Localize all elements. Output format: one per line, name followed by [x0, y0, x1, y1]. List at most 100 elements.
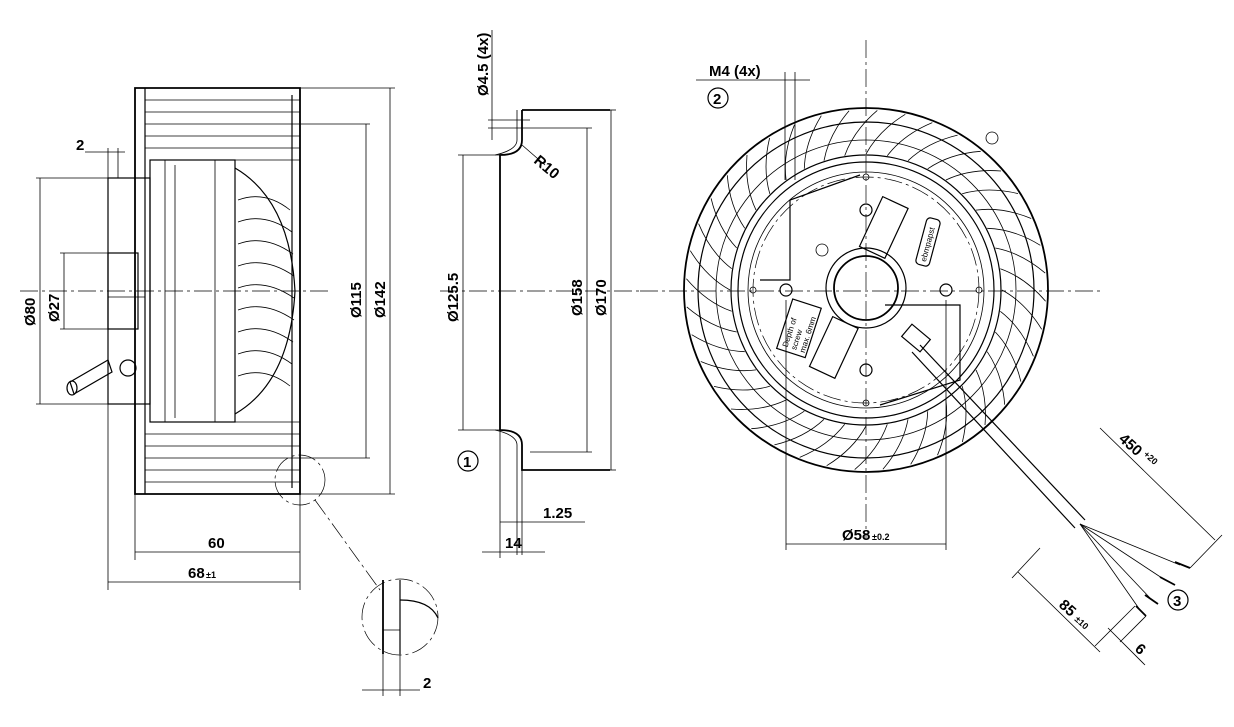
dim-side-80: Ø80 — [22, 177, 108, 405]
impeller-blade — [962, 189, 1019, 195]
impeller-blade — [691, 334, 745, 353]
side-rotor-fins — [237, 196, 295, 387]
front-blade-ring-mid — [715, 139, 1017, 441]
impeller-blade — [910, 411, 929, 465]
impeller-blade — [799, 424, 846, 458]
dim-section-14: 14 — [482, 430, 545, 558]
callout-3-label: 3 — [1173, 593, 1181, 610]
dim-side-60: 60 — [134, 494, 301, 590]
side-rotor-outline — [234, 167, 296, 415]
front-slots — [808, 195, 909, 380]
front-blades — [686, 110, 1046, 470]
impeller-blade — [698, 223, 732, 270]
impeller-blade — [975, 369, 986, 426]
section-view: Ø4.5 (4x) R10 Ø125.5 Ø158 Ø170 1 — [440, 30, 640, 558]
dim-section-158-label: Ø158 — [569, 279, 586, 316]
dim-front-450: 450 +20 — [1099, 427, 1223, 569]
impeller-blade — [784, 124, 795, 181]
side-detail-circle — [274, 454, 326, 506]
dim-front-6-label: 6 — [1131, 640, 1149, 658]
impeller-blade — [751, 410, 805, 430]
front-mount-holes — [749, 131, 999, 407]
callout-3: 3 — [1167, 589, 1189, 611]
front-hub-outer — [825, 247, 907, 329]
impeller-blade — [803, 115, 822, 169]
dim-side-115-label: Ø115 — [348, 282, 365, 318]
side-view: 2 Ø80 Ø27 Ø115 Ø142 — [20, 87, 395, 591]
front-outer-ring — [683, 107, 1049, 473]
impeller-blade — [689, 250, 731, 291]
impeller-blade — [907, 134, 958, 161]
impeller-blade — [713, 385, 770, 391]
dim-front-450-tolerance: +20 — [1142, 449, 1160, 467]
impeller-blade — [865, 113, 906, 155]
front-ground-symbol — [815, 243, 829, 257]
impeller-blade — [927, 150, 981, 170]
impeller-blade — [823, 110, 850, 161]
dim-front-450-label: 450 — [1115, 430, 1145, 459]
dim-side-68-tolerance: ±1 — [206, 570, 216, 580]
impeller-blade — [937, 399, 948, 456]
callout-2-label: 2 — [713, 91, 721, 108]
dim-front-58-tolerance: ±0.2 — [872, 532, 889, 542]
dim-front-85-label: 85 — [1055, 596, 1079, 620]
impeller-blade — [730, 399, 787, 410]
front-plate-inner — [747, 171, 985, 409]
front-blade-ring-outer — [697, 121, 1035, 459]
front-blade-ring-inner — [730, 154, 1002, 426]
impeller-blade — [995, 331, 1022, 382]
impeller-blade — [710, 198, 737, 249]
callout-1: 1 — [457, 450, 479, 472]
dim-section-158: Ø158 — [530, 127, 592, 453]
dim-detail-2-label: 2 — [423, 675, 431, 692]
impeller-blade — [995, 247, 1046, 274]
dim-detail-2: 2 — [362, 654, 431, 696]
impeller-blade — [686, 306, 737, 333]
depth-note: Depth of screw max. 6mm — [775, 298, 823, 359]
dim-section-14-label: 14 — [505, 535, 522, 552]
detail-view: 2 — [361, 578, 439, 696]
dim-section-125-label: Ø125.5 — [445, 273, 462, 322]
dim-section-hole-label: Ø4.5 (4x) — [475, 33, 492, 96]
dim-side-68-label: 68 — [188, 565, 205, 582]
dim-front-58-label: Ø58 — [842, 527, 870, 544]
dim-side-142: Ø142 — [300, 87, 395, 495]
impeller-blade — [961, 386, 967, 443]
dim-front-85-tolerance: ±10 — [1073, 614, 1091, 631]
side-blade-rings-bottom — [145, 421, 300, 483]
dim-front-m4: M4 (4x) — [696, 63, 810, 180]
dim-side-115: Ø115 — [300, 123, 370, 459]
impeller-blade — [700, 361, 757, 372]
impeller-blade — [854, 424, 888, 470]
dim-section-r10: R10 — [521, 144, 562, 183]
impeller-blade — [975, 208, 1032, 219]
impeller-blade — [1001, 289, 1043, 330]
impeller-blade — [774, 419, 825, 446]
front-hub-inner — [833, 255, 899, 321]
front-plate — [737, 161, 995, 419]
dim-side-2-label: 2 — [76, 137, 84, 154]
impeller-blade — [726, 175, 746, 229]
dim-section-170-label: Ø170 — [593, 279, 610, 316]
dim-front-58: Ø58 ±0.2 — [785, 300, 947, 550]
brand-logo: ebmpapst — [915, 217, 941, 267]
impeller-blade — [826, 425, 867, 467]
callout-1-label: 1 — [463, 454, 471, 471]
dim-section-hole: Ø4.5 (4x) — [475, 30, 493, 140]
side-cable-gland — [66, 359, 137, 396]
dim-side-68: 68 ±1 — [107, 404, 300, 590]
dim-section-1-25-label: 1.25 — [543, 505, 572, 522]
impeller-blade — [746, 154, 757, 211]
impeller-blade — [1000, 268, 1046, 302]
impeller-blade — [765, 137, 771, 194]
dim-front-6: 6 — [1107, 615, 1149, 666]
impeller-blade — [1000, 310, 1034, 357]
side-detail-leader — [314, 499, 381, 591]
front-motor-plate-outline — [760, 174, 861, 281]
callout-2: 2 — [707, 87, 729, 109]
dim-side-27: Ø27 — [46, 252, 108, 330]
dim-front-m4-label: M4 (4x) — [709, 63, 761, 80]
impeller-blade — [686, 278, 732, 312]
front-screw-holes — [779, 203, 953, 377]
